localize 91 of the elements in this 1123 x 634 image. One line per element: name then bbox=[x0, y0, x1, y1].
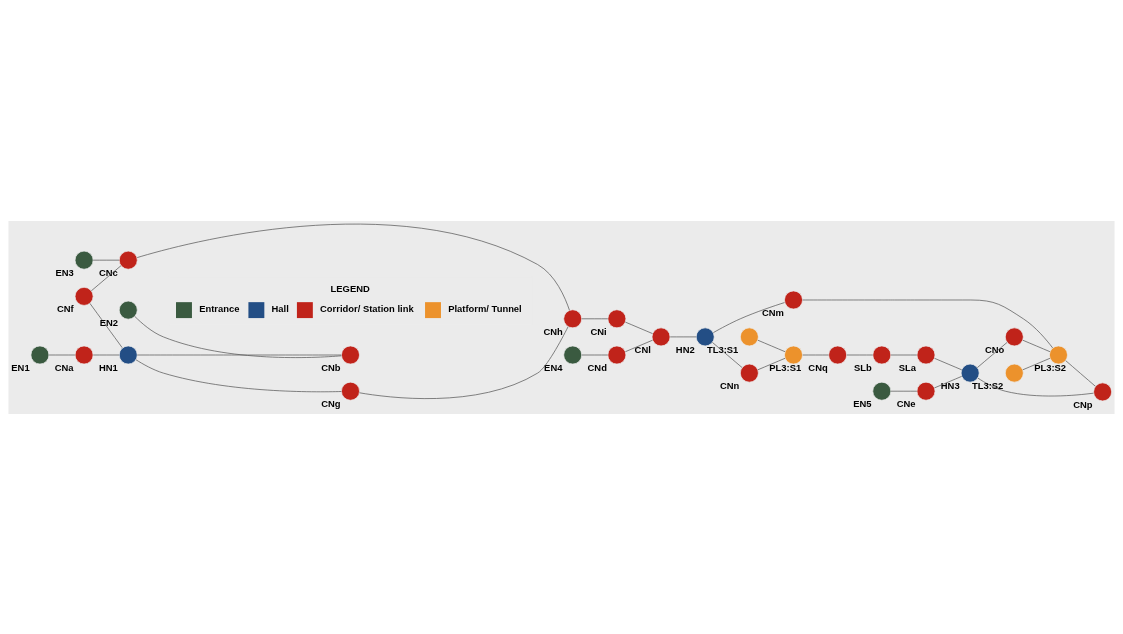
node-circle bbox=[1093, 382, 1113, 401]
node-label: EN1 bbox=[11, 361, 30, 373]
node-label: CNc bbox=[98, 266, 118, 278]
node-label: HN3 bbox=[940, 379, 960, 391]
node-circle bbox=[784, 345, 803, 364]
node-circle bbox=[651, 327, 671, 346]
node-circle bbox=[341, 345, 360, 364]
node-label: TL3:S1 bbox=[707, 343, 739, 355]
node-circle bbox=[607, 308, 627, 328]
node-circle bbox=[30, 345, 50, 364]
node-label: EN2 bbox=[99, 316, 118, 328]
connector bbox=[934, 357, 962, 370]
connector bbox=[90, 264, 122, 291]
legend-label: Platform/ Tunnel bbox=[448, 302, 522, 314]
connector bbox=[757, 339, 786, 352]
node-label: EN4 bbox=[544, 361, 563, 373]
connector bbox=[92, 354, 120, 355]
node-label: TL3:S2 bbox=[971, 379, 1004, 391]
node-label: CNg bbox=[321, 397, 341, 409]
node-label: PL3:S1 bbox=[769, 361, 802, 373]
connector bbox=[89, 302, 123, 348]
connector bbox=[713, 301, 785, 333]
node-label: CNh bbox=[543, 325, 563, 337]
node-circle bbox=[563, 345, 583, 364]
label: LEGEND bbox=[330, 282, 370, 294]
node-label: SLa bbox=[898, 361, 917, 373]
node-circle bbox=[74, 286, 94, 306]
node-label: CNe bbox=[896, 397, 916, 409]
node-label: EN3 bbox=[55, 266, 74, 278]
node-circle bbox=[1004, 363, 1024, 382]
node-label: CNf bbox=[56, 302, 74, 314]
connector bbox=[757, 357, 786, 370]
node-circle bbox=[916, 381, 936, 401]
node-circle bbox=[118, 250, 138, 270]
node-label: CNo bbox=[984, 343, 1005, 355]
connector bbox=[581, 317, 609, 319]
node-label: SLb bbox=[853, 361, 872, 373]
connector bbox=[135, 358, 342, 392]
node-label: CNp bbox=[1073, 398, 1093, 410]
node-circle bbox=[872, 345, 892, 364]
connector bbox=[581, 354, 609, 355]
node-label: CNn bbox=[720, 379, 740, 391]
connector bbox=[48, 354, 76, 355]
legend-label: Entrance bbox=[199, 302, 240, 314]
connector bbox=[977, 377, 1094, 396]
node-circle bbox=[695, 327, 715, 346]
node-label: CNl bbox=[634, 343, 651, 355]
node-circle bbox=[607, 345, 627, 364]
connector bbox=[137, 354, 342, 355]
connector bbox=[977, 341, 1008, 368]
connector bbox=[1065, 359, 1096, 387]
node-label: CNa bbox=[54, 361, 74, 373]
legend-label: Corridor/ Station link bbox=[320, 302, 414, 314]
connector bbox=[625, 339, 653, 352]
connector bbox=[1022, 339, 1051, 352]
node-label: PL3:S2 bbox=[1034, 361, 1067, 373]
connector bbox=[712, 341, 743, 368]
node-label: CNd bbox=[587, 361, 607, 373]
node-circle bbox=[341, 381, 360, 401]
node-label: CNm bbox=[762, 306, 784, 318]
node-label: HN1 bbox=[98, 361, 118, 373]
node-circle bbox=[118, 300, 138, 320]
node-circle bbox=[739, 327, 759, 346]
connector bbox=[134, 315, 342, 358]
connector bbox=[934, 375, 962, 388]
connector bbox=[802, 299, 1053, 348]
connector bbox=[92, 259, 120, 261]
node-circle bbox=[872, 381, 892, 401]
connector bbox=[669, 336, 697, 337]
node-circle bbox=[563, 308, 583, 328]
node-circle bbox=[1004, 327, 1024, 346]
connector bbox=[1022, 357, 1051, 370]
node-label: CNq bbox=[808, 361, 828, 373]
connector bbox=[890, 390, 918, 392]
node-circle bbox=[784, 290, 803, 309]
node-circle bbox=[1049, 345, 1068, 364]
node-label: CNi bbox=[590, 325, 607, 337]
node-label: EN5 bbox=[853, 397, 872, 409]
node-label: HN2 bbox=[675, 343, 695, 355]
node-circle bbox=[74, 345, 94, 364]
node-circle bbox=[828, 345, 848, 364]
node-circle bbox=[739, 363, 759, 382]
connector bbox=[359, 325, 569, 399]
node-circle bbox=[960, 363, 980, 382]
node-circle bbox=[74, 250, 94, 270]
node-label: CNb bbox=[321, 361, 341, 373]
legend-label: Hall bbox=[271, 302, 289, 314]
node-circle bbox=[118, 345, 138, 364]
node-circle bbox=[916, 345, 936, 364]
connector bbox=[625, 321, 653, 334]
connector bbox=[136, 223, 570, 311]
